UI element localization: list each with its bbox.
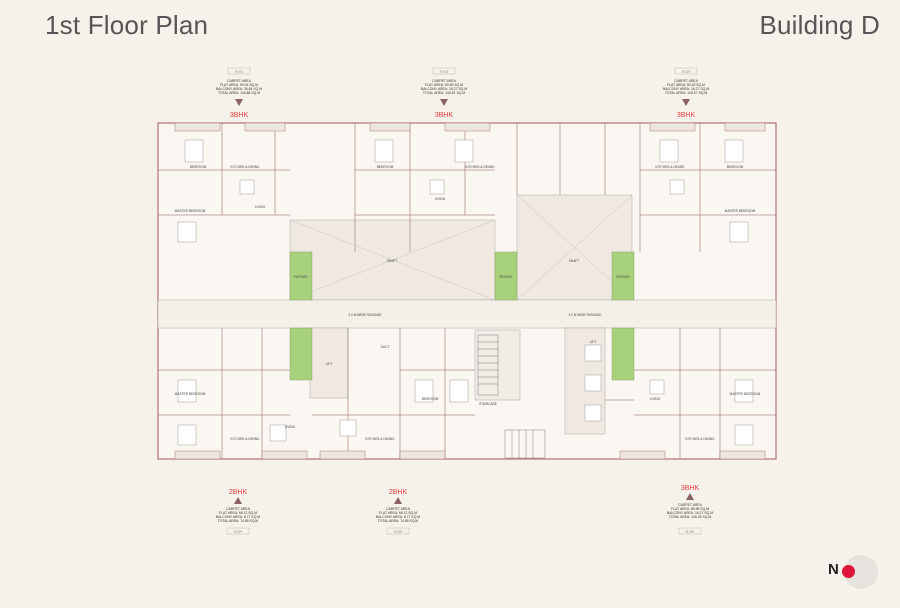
svg-text:D 101: D 101	[235, 70, 243, 74]
svg-text:CARPET AREA: CARPET AREA	[678, 503, 702, 507]
room-label-living-4: LIVING	[285, 425, 296, 429]
unit-annotation-6: 3BHK CARPET AREA FLAT AREA: 89.98 SQ.M B…	[667, 485, 713, 535]
svg-text:FLAT AREA: 66.12 SQ.M: FLAT AREA: 66.12 SQ.M	[379, 511, 417, 515]
room-label-kitchen-1: KITCHEN & DINING	[230, 165, 260, 169]
svg-text:TOTAL AREA: 106.87 SQ.M: TOTAL AREA: 106.87 SQ.M	[423, 91, 466, 95]
svg-text:CARPET AREA: CARPET AREA	[432, 79, 456, 83]
balconies	[174, 122, 766, 460]
room-label-master-1: MASTER BEDROOM	[175, 209, 206, 213]
refuge-label-1: REFUGE	[294, 275, 307, 279]
core-area	[157, 194, 777, 435]
furniture	[177, 139, 754, 446]
svg-text:BALCONY AREA: 8.77 SQ.M: BALCONY AREA: 8.77 SQ.M	[376, 515, 420, 519]
svg-text:BALCONY AREA: 16.27 SQ.M: BALCONY AREA: 16.27 SQ.M	[667, 511, 713, 515]
unit-type-4: 2BHK	[229, 489, 248, 496]
room-label-kitchen-5: KITCHEN & DINING	[365, 437, 395, 441]
unit-annotation-2: D 102 CARPET AREA FLAT AREA: 90.59 SQ.M …	[421, 67, 467, 119]
svg-text:FLAT AREA: 66.12 SQ.M: FLAT AREA: 66.12 SQ.M	[219, 511, 257, 515]
staircase	[477, 334, 546, 459]
room-label-bedroom-2: BEDROOM	[377, 165, 394, 169]
room-label-living-6: LIVING	[650, 397, 661, 401]
compass-dot-icon	[842, 565, 855, 578]
svg-text:TOTAL AREA: 74.89 SQ.M: TOTAL AREA: 74.89 SQ.M	[218, 519, 259, 523]
svg-text:D 103: D 103	[682, 70, 690, 74]
room-label-master-6: MASTER BEDROOM	[730, 392, 761, 396]
unit-type-3: 3BHK	[677, 112, 696, 119]
unit-type-6: 3BHK	[681, 485, 700, 492]
unit-annotation-4: 2BHK CARPET AREA FLAT AREA: 66.12 SQ.M B…	[216, 489, 260, 535]
svg-text:FLAT AREA: 90.30 SQ.M: FLAT AREA: 90.30 SQ.M	[667, 83, 705, 87]
svg-text:BALCONY AREA: 16.27 SQ.M: BALCONY AREA: 16.27 SQ.M	[421, 87, 467, 91]
room-label-living-1: LIVING	[255, 205, 266, 209]
lift-label-1: LIFT	[326, 362, 333, 366]
svg-text:CARPET AREA: CARPET AREA	[386, 507, 410, 511]
unit-annotation-5: 2BHK CARPET AREA FLAT AREA: 66.12 SQ.M B…	[376, 489, 420, 535]
svg-text:TOTAL AREA: 106.57 SQ.M: TOTAL AREA: 106.57 SQ.M	[665, 91, 708, 95]
room-labels: BEDROOM KITCHEN & DINING LIVING MASTER B…	[175, 165, 761, 441]
svg-text:D 104: D 104	[234, 530, 242, 534]
unit-type-1: 3BHK	[230, 112, 249, 119]
svg-text:CARPET AREA: CARPET AREA	[227, 79, 251, 83]
refuge-label-2: REFUGE	[499, 275, 512, 279]
svg-text:TOTAL AREA: 74.89 SQ.M: TOTAL AREA: 74.89 SQ.M	[378, 519, 419, 523]
corridor-label-2: 2.0 M WIDE PASSAGE	[568, 313, 601, 317]
unit-type-5: 2BHK	[389, 489, 408, 496]
corridor-label-1: 2.0 M WIDE PASSAGE	[348, 313, 381, 317]
room-label-bedroom-1: BEDROOM	[190, 165, 207, 169]
room-label-master-3: MASTER BEDROOM	[725, 209, 756, 213]
duct-label: DUCT	[381, 345, 390, 349]
room-label-kitchen-6: KITCHEN & DINING	[685, 437, 715, 441]
svg-text:TOTAL AREA: 106.25 SQ.M: TOTAL AREA: 106.25 SQ.M	[669, 515, 712, 519]
svg-text:D 105: D 105	[394, 530, 402, 534]
refuge-areas	[289, 251, 635, 381]
svg-text:TOTAL AREA: 116.88 SQ.M: TOTAL AREA: 116.88 SQ.M	[218, 91, 260, 95]
unit-annotation-3: D 103 CARPET AREA FLAT AREA: 90.30 SQ.M …	[663, 67, 709, 119]
svg-text:CARPET AREA: CARPET AREA	[226, 507, 250, 511]
room-label-bedroom-5: BEDROOM	[422, 397, 439, 401]
room-label-master-4: MASTER BEDROOM	[175, 392, 206, 396]
room-label-living-2: LIVING	[435, 197, 446, 201]
unit-annotation-1: D 101 CARPET AREA FLAT AREA: 90.04 SQ.M …	[216, 67, 262, 119]
compass-letter: N	[828, 561, 839, 578]
interior-walls	[158, 123, 776, 459]
shaft-label-1: SHAFT	[387, 259, 398, 263]
refuge-label-3: REFUGE	[616, 275, 629, 279]
unit-type-2: 3BHK	[435, 112, 454, 119]
staircase-label: STAIRCASE	[479, 402, 497, 406]
svg-text:FLAT AREA: 90.59 SQ.M: FLAT AREA: 90.59 SQ.M	[425, 83, 463, 87]
lift-label-2: LIFT	[590, 340, 597, 344]
svg-text:FLAT AREA: 89.98 SQ.M: FLAT AREA: 89.98 SQ.M	[671, 507, 709, 511]
building-name: Building D	[759, 10, 880, 40]
svg-text:CARPET AREA: CARPET AREA	[674, 79, 698, 83]
svg-text:BALCONY AREA: 26.84 SQ.M: BALCONY AREA: 26.84 SQ.M	[216, 87, 262, 91]
svg-text:BALCONY AREA: 16.27 SQ.M: BALCONY AREA: 16.27 SQ.M	[663, 87, 709, 91]
svg-text:D 106: D 106	[686, 530, 694, 534]
shaft-label-2: SHAFT	[569, 259, 580, 263]
room-label-kitchen-2: KITCHEN & DINING	[465, 165, 495, 169]
svg-text:D 102: D 102	[440, 70, 448, 74]
page-title: 1st Floor Plan	[45, 10, 209, 40]
svg-text:BALCONY AREA: 8.77 SQ.M: BALCONY AREA: 8.77 SQ.M	[216, 515, 260, 519]
svg-text:FLAT AREA: 90.04 SQ.M: FLAT AREA: 90.04 SQ.M	[220, 83, 258, 87]
north-compass: N	[828, 555, 882, 589]
room-label-kitchen-4: KITCHEN & DINING	[230, 437, 260, 441]
room-label-bedroom-3: BEDROOM	[727, 165, 744, 169]
room-label-kitchen-3: KITCHEN & DINING	[655, 165, 685, 169]
